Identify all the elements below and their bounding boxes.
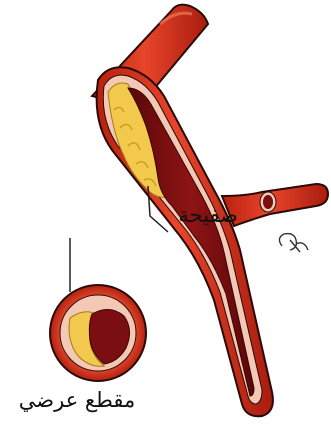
cross-section-label: مقطع عرضي — [6, 390, 148, 411]
signature-icon — [279, 234, 308, 252]
cross-section — [50, 285, 146, 381]
branch-lumen — [263, 195, 273, 209]
plaque-label: صفيحة — [168, 205, 238, 226]
